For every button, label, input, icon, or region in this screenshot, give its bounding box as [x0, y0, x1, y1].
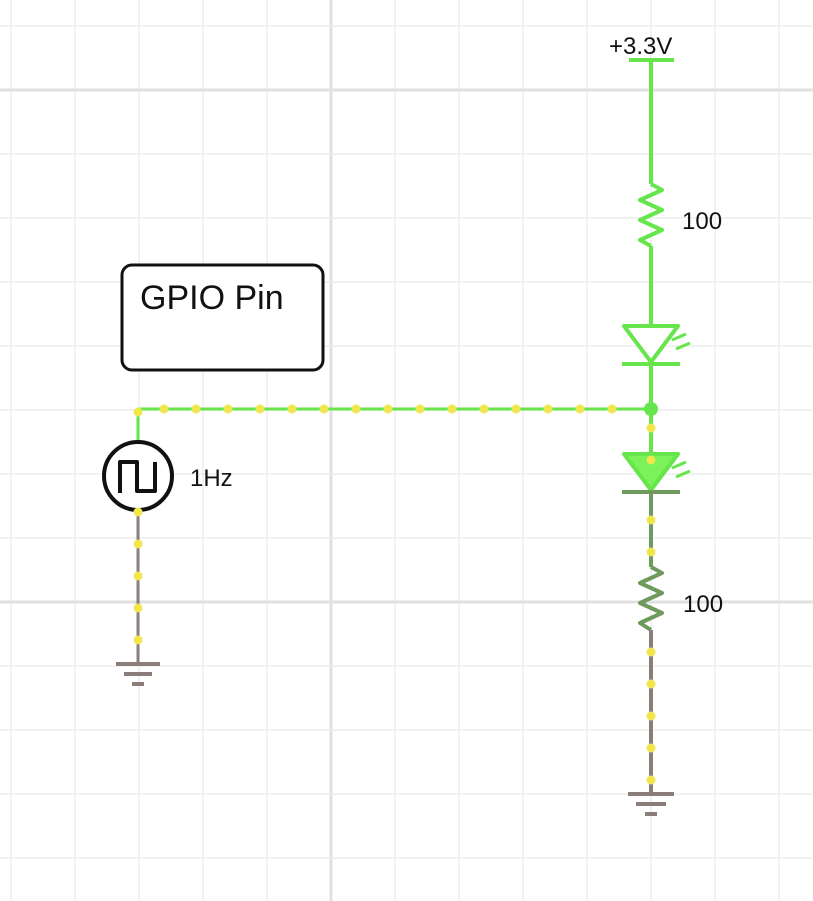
- ground-symbol-right[interactable]: [628, 792, 674, 816]
- current-dot: [479, 404, 489, 414]
- current-dot: [511, 404, 521, 414]
- current-dot: [607, 404, 617, 414]
- resistor-top-value: 100: [682, 208, 722, 235]
- current-dot: [575, 404, 585, 414]
- current-dot: [646, 647, 656, 657]
- current-dot: [646, 775, 656, 785]
- current-dot: [133, 603, 143, 613]
- led-top[interactable]: [622, 324, 691, 366]
- current-dot: [319, 404, 329, 414]
- ground-symbol-left[interactable]: [116, 662, 160, 686]
- current-dot: [191, 404, 201, 414]
- current-dot: [287, 404, 297, 414]
- current-dot: [383, 404, 393, 414]
- current-dot: [646, 711, 656, 721]
- current-dot: [133, 407, 143, 417]
- gpio-pin-label: GPIO Pin: [140, 279, 284, 317]
- current-dot: [133, 635, 143, 645]
- current-dot: [133, 507, 143, 517]
- current-dot: [543, 404, 553, 414]
- current-dot: [133, 539, 143, 549]
- led-top-emission-icon: [671, 332, 691, 351]
- resistor-bottom[interactable]: [638, 565, 664, 632]
- current-dot: [646, 743, 656, 753]
- current-dot: [646, 515, 656, 525]
- supply-voltage-label: +3.3V: [609, 33, 672, 60]
- current-dot: [159, 404, 169, 414]
- current-dot: [133, 571, 143, 581]
- current-dot: [223, 404, 233, 414]
- current-flow-dots: [133, 404, 656, 785]
- resistor-bottom-value: 100: [683, 591, 723, 618]
- square-wave-source[interactable]: [102, 440, 174, 512]
- source-frequency-label: 1Hz: [190, 465, 233, 492]
- led-bottom[interactable]: [622, 452, 691, 494]
- current-dot: [255, 404, 265, 414]
- current-dot: [447, 404, 457, 414]
- resistor-top[interactable]: [638, 182, 664, 248]
- current-dot: [351, 404, 361, 414]
- current-dot: [415, 404, 425, 414]
- current-dot: [646, 455, 656, 465]
- gpio-pin-text-box[interactable]: GPIO Pin: [120, 263, 325, 372]
- current-dot: [646, 423, 656, 433]
- current-dot: [646, 679, 656, 689]
- current-dot: [646, 547, 656, 557]
- led-bottom-emission-icon: [671, 460, 691, 479]
- square-wave-icon: [118, 460, 157, 493]
